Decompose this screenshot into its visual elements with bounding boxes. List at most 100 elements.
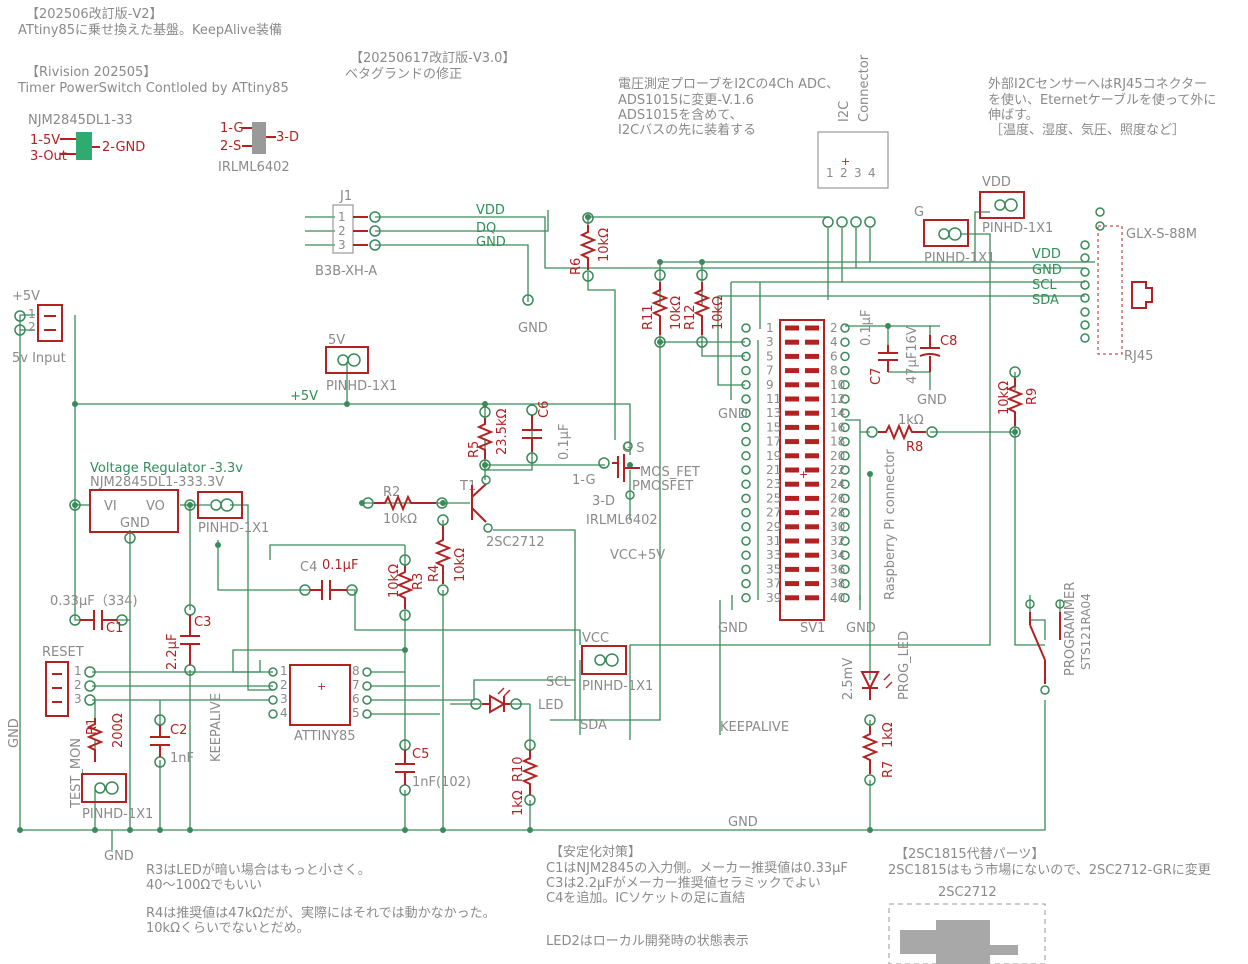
- header-pin-label: 14: [830, 406, 845, 420]
- svg-text:10kΩ: 10kΩ: [387, 564, 402, 598]
- svg-text:6: 6: [352, 692, 360, 706]
- header-pin-label: 9: [766, 378, 774, 392]
- header-pin-bar: [785, 495, 799, 501]
- resistor-r9: 10kΩ R9: [997, 366, 1040, 438]
- resistor-r11: R11 10kΩ: [641, 269, 684, 348]
- svg-text:10kΩ: 10kΩ: [383, 512, 417, 527]
- legend-njm-p1: 1-5V: [30, 133, 60, 148]
- note-adc-2: ADS1015に変更-V.1.6: [618, 92, 754, 108]
- legend-fet-p1: 1-G: [220, 121, 244, 136]
- header-pad: [840, 493, 850, 504]
- header-g: G PINHD-1X1: [914, 205, 995, 266]
- header-pin-label: 10: [830, 378, 845, 392]
- svg-text:1: 1: [74, 664, 82, 678]
- net-dq: DQ: [476, 221, 496, 236]
- svg-text:1: 1: [338, 210, 346, 224]
- header-pin-bar: [805, 368, 819, 374]
- svg-text:SCL: SCL: [546, 675, 571, 690]
- svg-text:R7: R7: [881, 761, 896, 778]
- note-ext-2: を使い、Eternetケーブルを使って外に: [988, 92, 1216, 108]
- header-pad: [741, 436, 751, 447]
- header-pin-label: 29: [766, 520, 781, 534]
- svg-text:VDD: VDD: [1032, 247, 1061, 262]
- svg-text:GND: GND: [718, 621, 748, 636]
- header-pin-label: 27: [766, 506, 781, 520]
- svg-text:R6: R6: [569, 258, 584, 275]
- svg-text:1kΩ: 1kΩ: [881, 722, 896, 748]
- gnd-symbol-j1: GND: [518, 321, 548, 336]
- header-pin-label: 33: [766, 548, 781, 562]
- svg-text:4: 4: [868, 166, 876, 180]
- header-pin-bar: [805, 524, 819, 530]
- header-pin-label: 24: [830, 477, 845, 491]
- header-pad: [840, 465, 850, 475]
- svg-text:47μF16V: 47μF16V: [905, 326, 920, 384]
- svg-text:0.1μF: 0.1μF: [557, 424, 572, 460]
- svg-text:PROGRAMMER: PROGRAMMER: [1063, 582, 1078, 676]
- svg-text:SDA: SDA: [1032, 293, 1059, 308]
- note-ext-1: 外部I2CセンサーへはRJ45コネクター: [988, 77, 1207, 92]
- header-pin-bar: [785, 581, 799, 587]
- svg-text:1kΩ: 1kΩ: [511, 790, 526, 816]
- svg-text:C7: C7: [869, 368, 884, 385]
- header-vdd: VDD PINHD-1X1: [979, 175, 1053, 236]
- resistor-r12: R12 10kΩ: [683, 269, 726, 348]
- header-pin-label: 19: [766, 449, 781, 463]
- legend-fet-name: IRLML6402: [218, 160, 290, 175]
- header-pin-bar: [805, 595, 819, 601]
- note-rev-v3-title: 【20250617改訂版-V3.0】: [350, 50, 515, 66]
- header-pin-label: 4: [830, 335, 838, 349]
- svg-text:SCL: SCL: [1032, 278, 1057, 293]
- header-pad: [741, 564, 751, 575]
- header-pin-bar: [785, 510, 799, 516]
- header-pin-label: 17: [766, 435, 781, 449]
- net-gnd-left: GND: [7, 718, 22, 748]
- svg-text:C3: C3: [194, 615, 211, 630]
- header-pad: [741, 408, 751, 418]
- svg-text:10kΩ: 10kΩ: [669, 296, 684, 330]
- header-pin-bar: [805, 339, 819, 345]
- svg-text:R11: R11: [641, 304, 656, 330]
- capacitor-c6: C6 0.1μF: [522, 401, 572, 464]
- resistor-r5: R5 23.5kΩ: [467, 406, 510, 471]
- header-pad: [840, 380, 850, 390]
- header-pad: [741, 323, 751, 333]
- header-pin-label: 28: [830, 506, 845, 520]
- header-pin-bar: [785, 467, 799, 473]
- header-pad: [741, 507, 751, 518]
- header-pin-label: 34: [830, 548, 845, 562]
- connector-j1: J1 123 B3B-XH-A VDD DQ GND GND: [315, 189, 548, 336]
- note-stab-1: C1はNJM2845の入力側。メーカー推奨値は0.33μF: [546, 860, 848, 876]
- note-rev-2505-title: 【Rivision 202505】: [26, 65, 156, 80]
- svg-text:PINHD-1X1: PINHD-1X1: [982, 221, 1053, 236]
- note-adc-3: ADS1015を含めて、: [618, 107, 743, 123]
- header-pad: [741, 578, 751, 589]
- header-pin-label: 16: [830, 420, 845, 434]
- svg-text:PROG_LED: PROG_LED: [897, 631, 912, 700]
- header-pin-label: 18: [830, 435, 845, 449]
- header-pad: [741, 593, 751, 603]
- svg-text:R10: R10: [511, 756, 526, 782]
- svg-text:R5: R5: [467, 441, 482, 458]
- svg-text:4: 4: [280, 706, 288, 720]
- header-pad: [741, 365, 751, 376]
- legend-njm-p3: 3-Out: [30, 149, 67, 164]
- svg-text:3: 3: [854, 166, 862, 180]
- svg-text:TEST_MON: TEST_MON: [69, 738, 84, 809]
- svg-text:0.33μF（334): 0.33μF（334): [50, 594, 138, 609]
- header-pin-bar: [785, 368, 799, 374]
- svg-text:5: 5: [352, 706, 360, 720]
- svg-text:J1: J1: [339, 189, 352, 204]
- svg-text:NJM2845DL1-333.3V: NJM2845DL1-333.3V: [90, 475, 224, 490]
- header-pin-label: 31: [766, 534, 781, 548]
- capacitor-c5: C5 1nF(102): [395, 739, 471, 796]
- svg-text:GND: GND: [120, 516, 150, 531]
- header-pin-bar: [805, 510, 819, 516]
- note-stab-3: C4を追加。ICソケットの足に直結: [546, 890, 745, 906]
- svg-text:T1: T1: [459, 479, 476, 494]
- header-pin-bar: [785, 538, 799, 544]
- svg-text:23.5kΩ: 23.5kΩ: [495, 409, 510, 455]
- legend-fet-p2: 2-S: [220, 139, 241, 154]
- svg-text:KEEPALIVE: KEEPALIVE: [209, 693, 224, 762]
